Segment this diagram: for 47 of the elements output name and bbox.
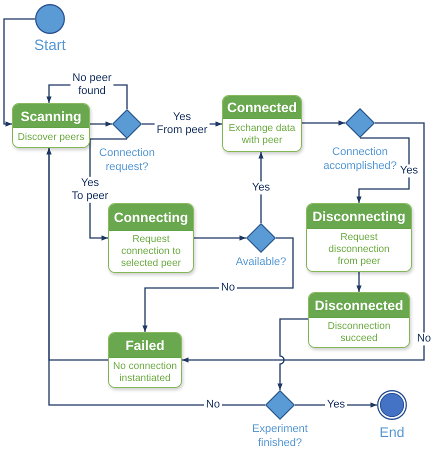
state-description: Request connection to selected peer: [120, 234, 182, 270]
arrow: [90, 121, 112, 127]
decision-label: Connection request?: [98, 147, 156, 174]
state-description: Request disconnection from peer: [327, 232, 391, 268]
decision-label: Connection accomplished?: [322, 146, 398, 174]
decision-diamond: [345, 108, 375, 138]
arrow: [182, 122, 425, 363]
state-box: [108, 332, 182, 388]
arrow: [258, 152, 264, 223]
start-circle: [35, 4, 65, 34]
state-box: [308, 292, 410, 348]
decision-diamond: [112, 109, 142, 139]
arrow: [277, 318, 308, 390]
state-title: Connected: [223, 96, 301, 119]
arrow: [295, 402, 377, 408]
decision-label: Experiment finished?: [251, 423, 309, 450]
edge-label: Yes To peer: [70, 176, 110, 204]
state-title: Disconnecting: [307, 204, 411, 229]
edge-label: Yes: [398, 164, 420, 178]
arrow: [3, 18, 35, 127]
state-title: Disconnected: [309, 293, 409, 318]
start-label: Start: [34, 37, 66, 56]
state-title: Scanning: [13, 104, 89, 128]
state-box: [306, 203, 412, 272]
state-box: [12, 103, 90, 148]
decision-diamond: [265, 390, 295, 420]
arrow: [46, 148, 265, 406]
state-description: Disconnection succeed: [326, 320, 392, 344]
arrow: [356, 137, 410, 203]
decision-diamond: [246, 223, 276, 253]
state-description: Discover peers: [18, 132, 84, 144]
state-title: Connecting: [109, 204, 193, 231]
end-circle: [377, 390, 407, 420]
state-title: Failed: [109, 333, 181, 358]
arrow: [142, 237, 294, 332]
edge-label: No: [414, 332, 434, 346]
arrow: [194, 235, 246, 241]
edge-label: Yes: [250, 181, 272, 195]
state-box: [222, 95, 302, 152]
arrow: [302, 120, 345, 126]
state-description: Exchange data with peer: [228, 123, 296, 147]
decision-label: Available?: [236, 256, 286, 270]
arrow: [356, 272, 362, 292]
state-box: [108, 203, 194, 273]
edge-label: Yes From peer: [154, 110, 210, 138]
end-label: End: [380, 424, 404, 442]
state-description: No connection instantiated: [112, 360, 178, 384]
